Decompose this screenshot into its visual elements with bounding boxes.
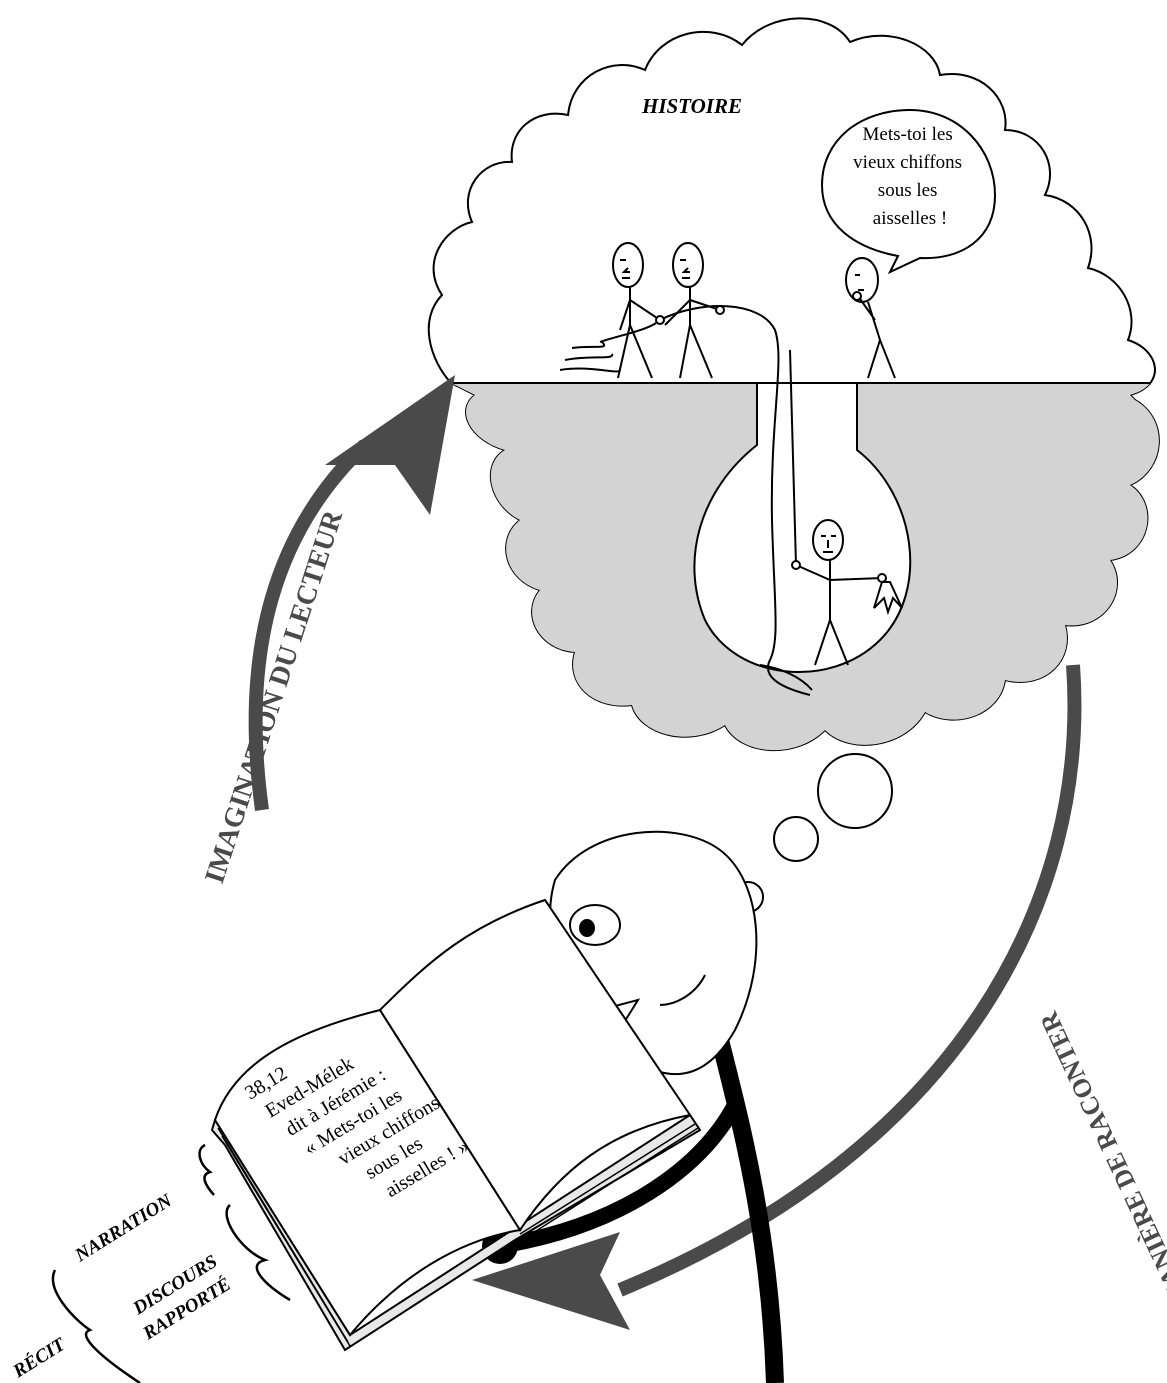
reader-smile bbox=[659, 974, 706, 1006]
speech-bubble-text: Mets-toi les vieux chiffons sous les ais… bbox=[853, 124, 967, 229]
reader-body-line bbox=[711, 1037, 784, 1383]
discours-brace bbox=[225, 1204, 291, 1302]
story-title: HISTOIRE bbox=[641, 94, 742, 118]
manner-label: MANIÈRE DE RACONTER bbox=[1034, 1007, 1167, 1313]
speech-bubble-icon: Mets-toi les vieux chiffons sous les ais… bbox=[820, 108, 997, 275]
narrative-levels bbox=[51, 1143, 291, 1383]
reader-arm bbox=[503, 1101, 743, 1253]
thought-cloud: HISTOIRE Mets-toi les vieux chiffons sou… bbox=[427, 17, 1160, 751]
jeremiah-figure bbox=[791, 519, 887, 666]
recit-brace bbox=[51, 1269, 141, 1383]
imagination-arrow-shaft bbox=[248, 439, 370, 811]
reader-eye bbox=[569, 904, 621, 946]
imagination-arrow bbox=[248, 375, 455, 811]
rescuers-figures bbox=[612, 242, 721, 379]
imagination-arrowhead bbox=[325, 375, 455, 515]
open-book: 38,12 Eved-Mélek dit à Jérémie : « Mets-… bbox=[210, 898, 702, 1352]
book-right-page bbox=[378, 898, 692, 1232]
narration-arrowhead bbox=[472, 1232, 630, 1330]
narration-brace bbox=[198, 1143, 215, 1196]
thought-bubble-icon bbox=[732, 753, 893, 913]
reader-pupil bbox=[579, 919, 595, 937]
rope-icon bbox=[559, 305, 813, 696]
recit-label: RÉCIT bbox=[8, 1333, 70, 1383]
ebed-melech-figure bbox=[845, 257, 896, 379]
rags-icon bbox=[873, 581, 903, 616]
imagination-label: IMAGINATION DU LECTEUR bbox=[199, 506, 349, 887]
narration-label: NARRATION bbox=[71, 1190, 177, 1267]
